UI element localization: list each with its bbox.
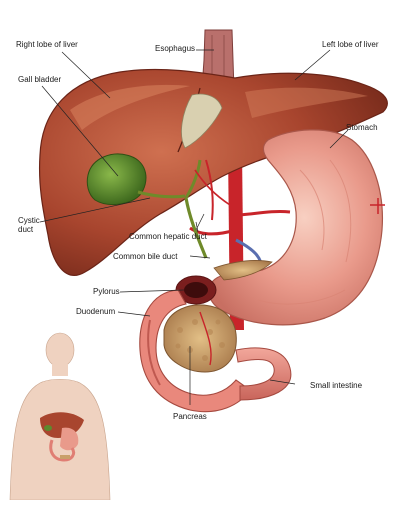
label-common-hepatic-duct: Common hepatic duct — [129, 232, 207, 241]
small-intestine-shape — [235, 347, 292, 401]
label-esophagus: Esophagus — [155, 44, 196, 53]
label-stomach: Stomach — [346, 123, 378, 132]
stomach-shape — [208, 129, 384, 326]
label-cystic-duct-line1: Cystic — [18, 216, 40, 225]
label-right-lobe-of-liver: Right lobe of liver — [16, 40, 78, 49]
common-bile-duct-shape — [184, 197, 208, 259]
label-left-lobe-of-liver: Left lobe of liver — [322, 40, 379, 49]
label-duodenum: Duodenum — [76, 307, 116, 316]
label-common-bile-duct: Common bile duct — [113, 252, 178, 261]
label-pylorus: Pylorus — [93, 287, 120, 296]
common-hepatic-duct-shape — [184, 159, 202, 199]
human-figure-inset — [9, 332, 111, 501]
cystic-duct-shape — [137, 190, 186, 199]
leader-lines — [39, 49, 349, 405]
pancreas-shape — [163, 304, 237, 373]
label-gall-bladder: Gall bladder — [18, 75, 62, 84]
label-cystic-duct-line2: duct — [18, 225, 34, 234]
label-small-intestine: Small intestine — [310, 381, 363, 390]
gall-bladder-shape — [86, 153, 147, 206]
label-pancreas: Pancreas — [173, 412, 207, 421]
